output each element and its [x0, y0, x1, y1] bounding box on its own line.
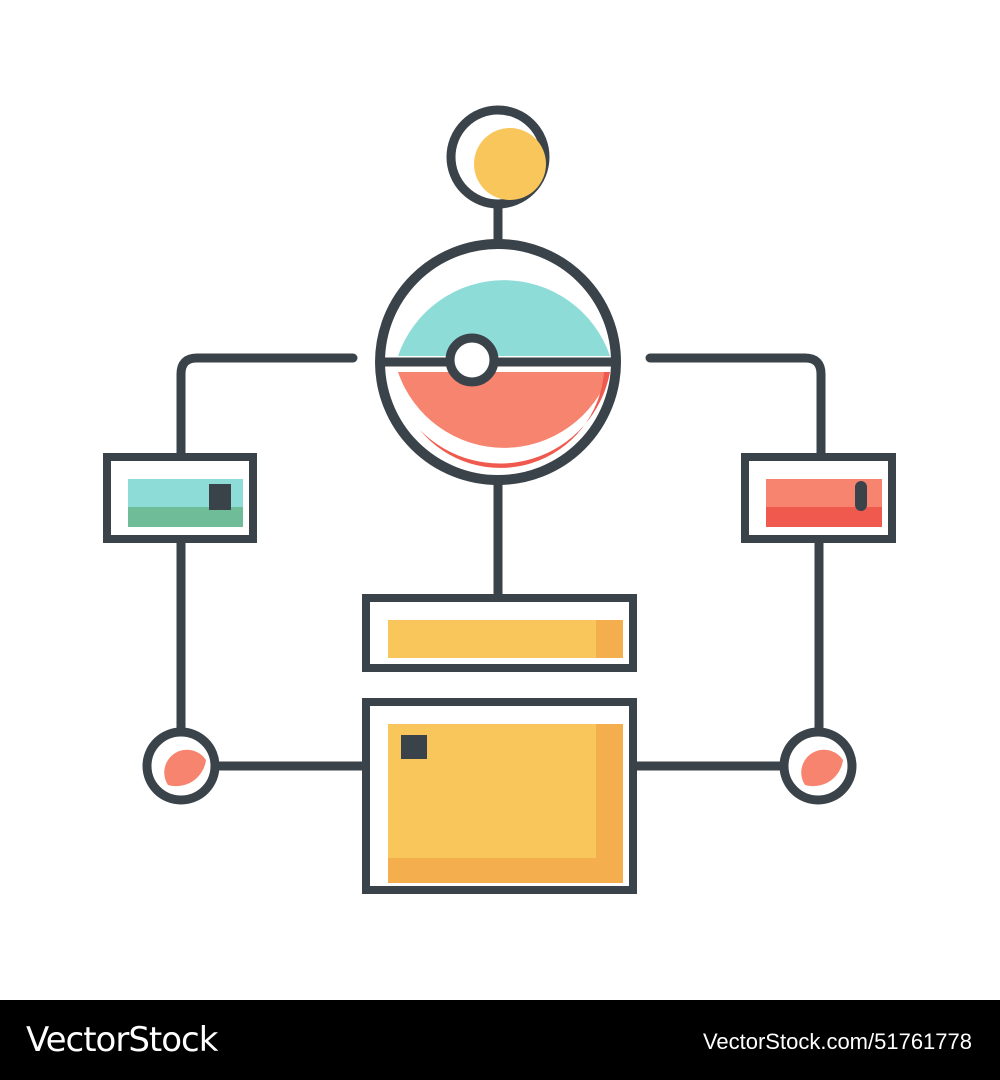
bottom-right-node — [779, 727, 857, 805]
flowchart-illustration — [103, 105, 896, 894]
left-card-square-icon — [209, 484, 231, 510]
connector-right-branch — [645, 353, 826, 461]
vectorstock-logo: VectorStock — [26, 1020, 218, 1060]
right-card — [741, 453, 896, 543]
connector-lines — [176, 193, 826, 771]
right-card-pill-icon — [855, 481, 867, 511]
image-id-label: VectorStock.com/51761778 — [702, 1029, 972, 1054]
decision-top-half — [398, 280, 610, 356]
watermark-footer: VectorStock VectorStock.com/51761778 — [0, 1000, 1000, 1080]
decision-center-dot — [445, 333, 499, 387]
decision-bottom-half — [398, 372, 610, 448]
left-card — [103, 453, 257, 543]
center-bar — [362, 594, 637, 672]
center-box — [362, 698, 637, 894]
decision-circle — [375, 239, 621, 485]
bottom-left-node — [142, 727, 220, 805]
top-node — [446, 105, 550, 209]
center-box-square-icon — [401, 735, 427, 759]
connector-left-branch — [176, 353, 358, 461]
